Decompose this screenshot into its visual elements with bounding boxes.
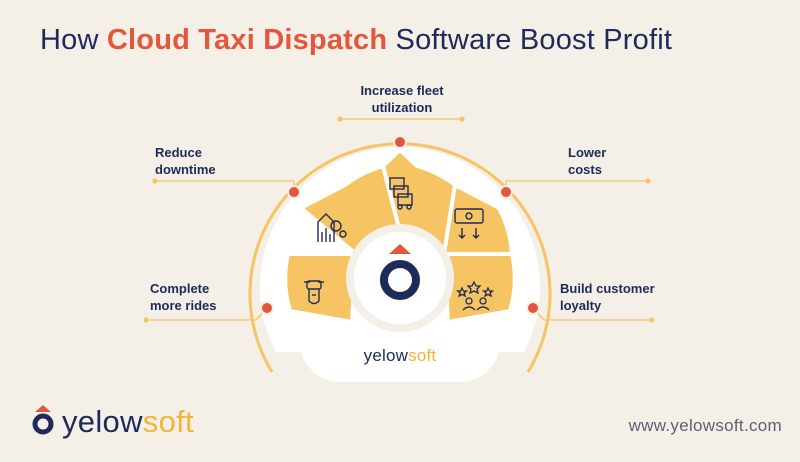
settings-growth-icon	[317, 213, 347, 242]
money-down-icon	[454, 208, 484, 239]
segment-loyalty	[442, 252, 517, 324]
title-suffix: Software Boost Profit	[387, 24, 673, 56]
arc-markers	[260, 135, 540, 315]
footer-brand-wordmark: yelowsoft	[62, 404, 194, 439]
customer-rating-icon	[455, 280, 495, 311]
label-lower-costs: Lower costs	[568, 145, 607, 177]
website-url: www.yelowsoft.com	[628, 416, 782, 435]
center-brand: yelowsoft	[363, 346, 437, 365]
footer-logo-icon	[32, 405, 54, 435]
label-build-customer-loyalty: Build customer loyalty	[560, 281, 655, 313]
label-reduce-downtime: Reduce downtime	[155, 145, 216, 177]
title-highlight: Cloud Taxi Dispatch	[106, 24, 388, 56]
connector-endpoints	[143, 116, 655, 323]
page-title: How Cloud Taxi Dispatch Software Boost P…	[40, 24, 672, 57]
title-prefix: How	[40, 24, 107, 56]
center-logo-icon	[380, 244, 420, 300]
scooter-icon	[304, 280, 324, 305]
label-complete-more-rides: Complete more rides	[150, 281, 217, 313]
label-increase-fleet-utilization: Increase fleet utilization	[360, 83, 444, 115]
footer-brand: yelowsoft	[34, 402, 194, 442]
delivery-trucks-icon	[389, 177, 413, 210]
